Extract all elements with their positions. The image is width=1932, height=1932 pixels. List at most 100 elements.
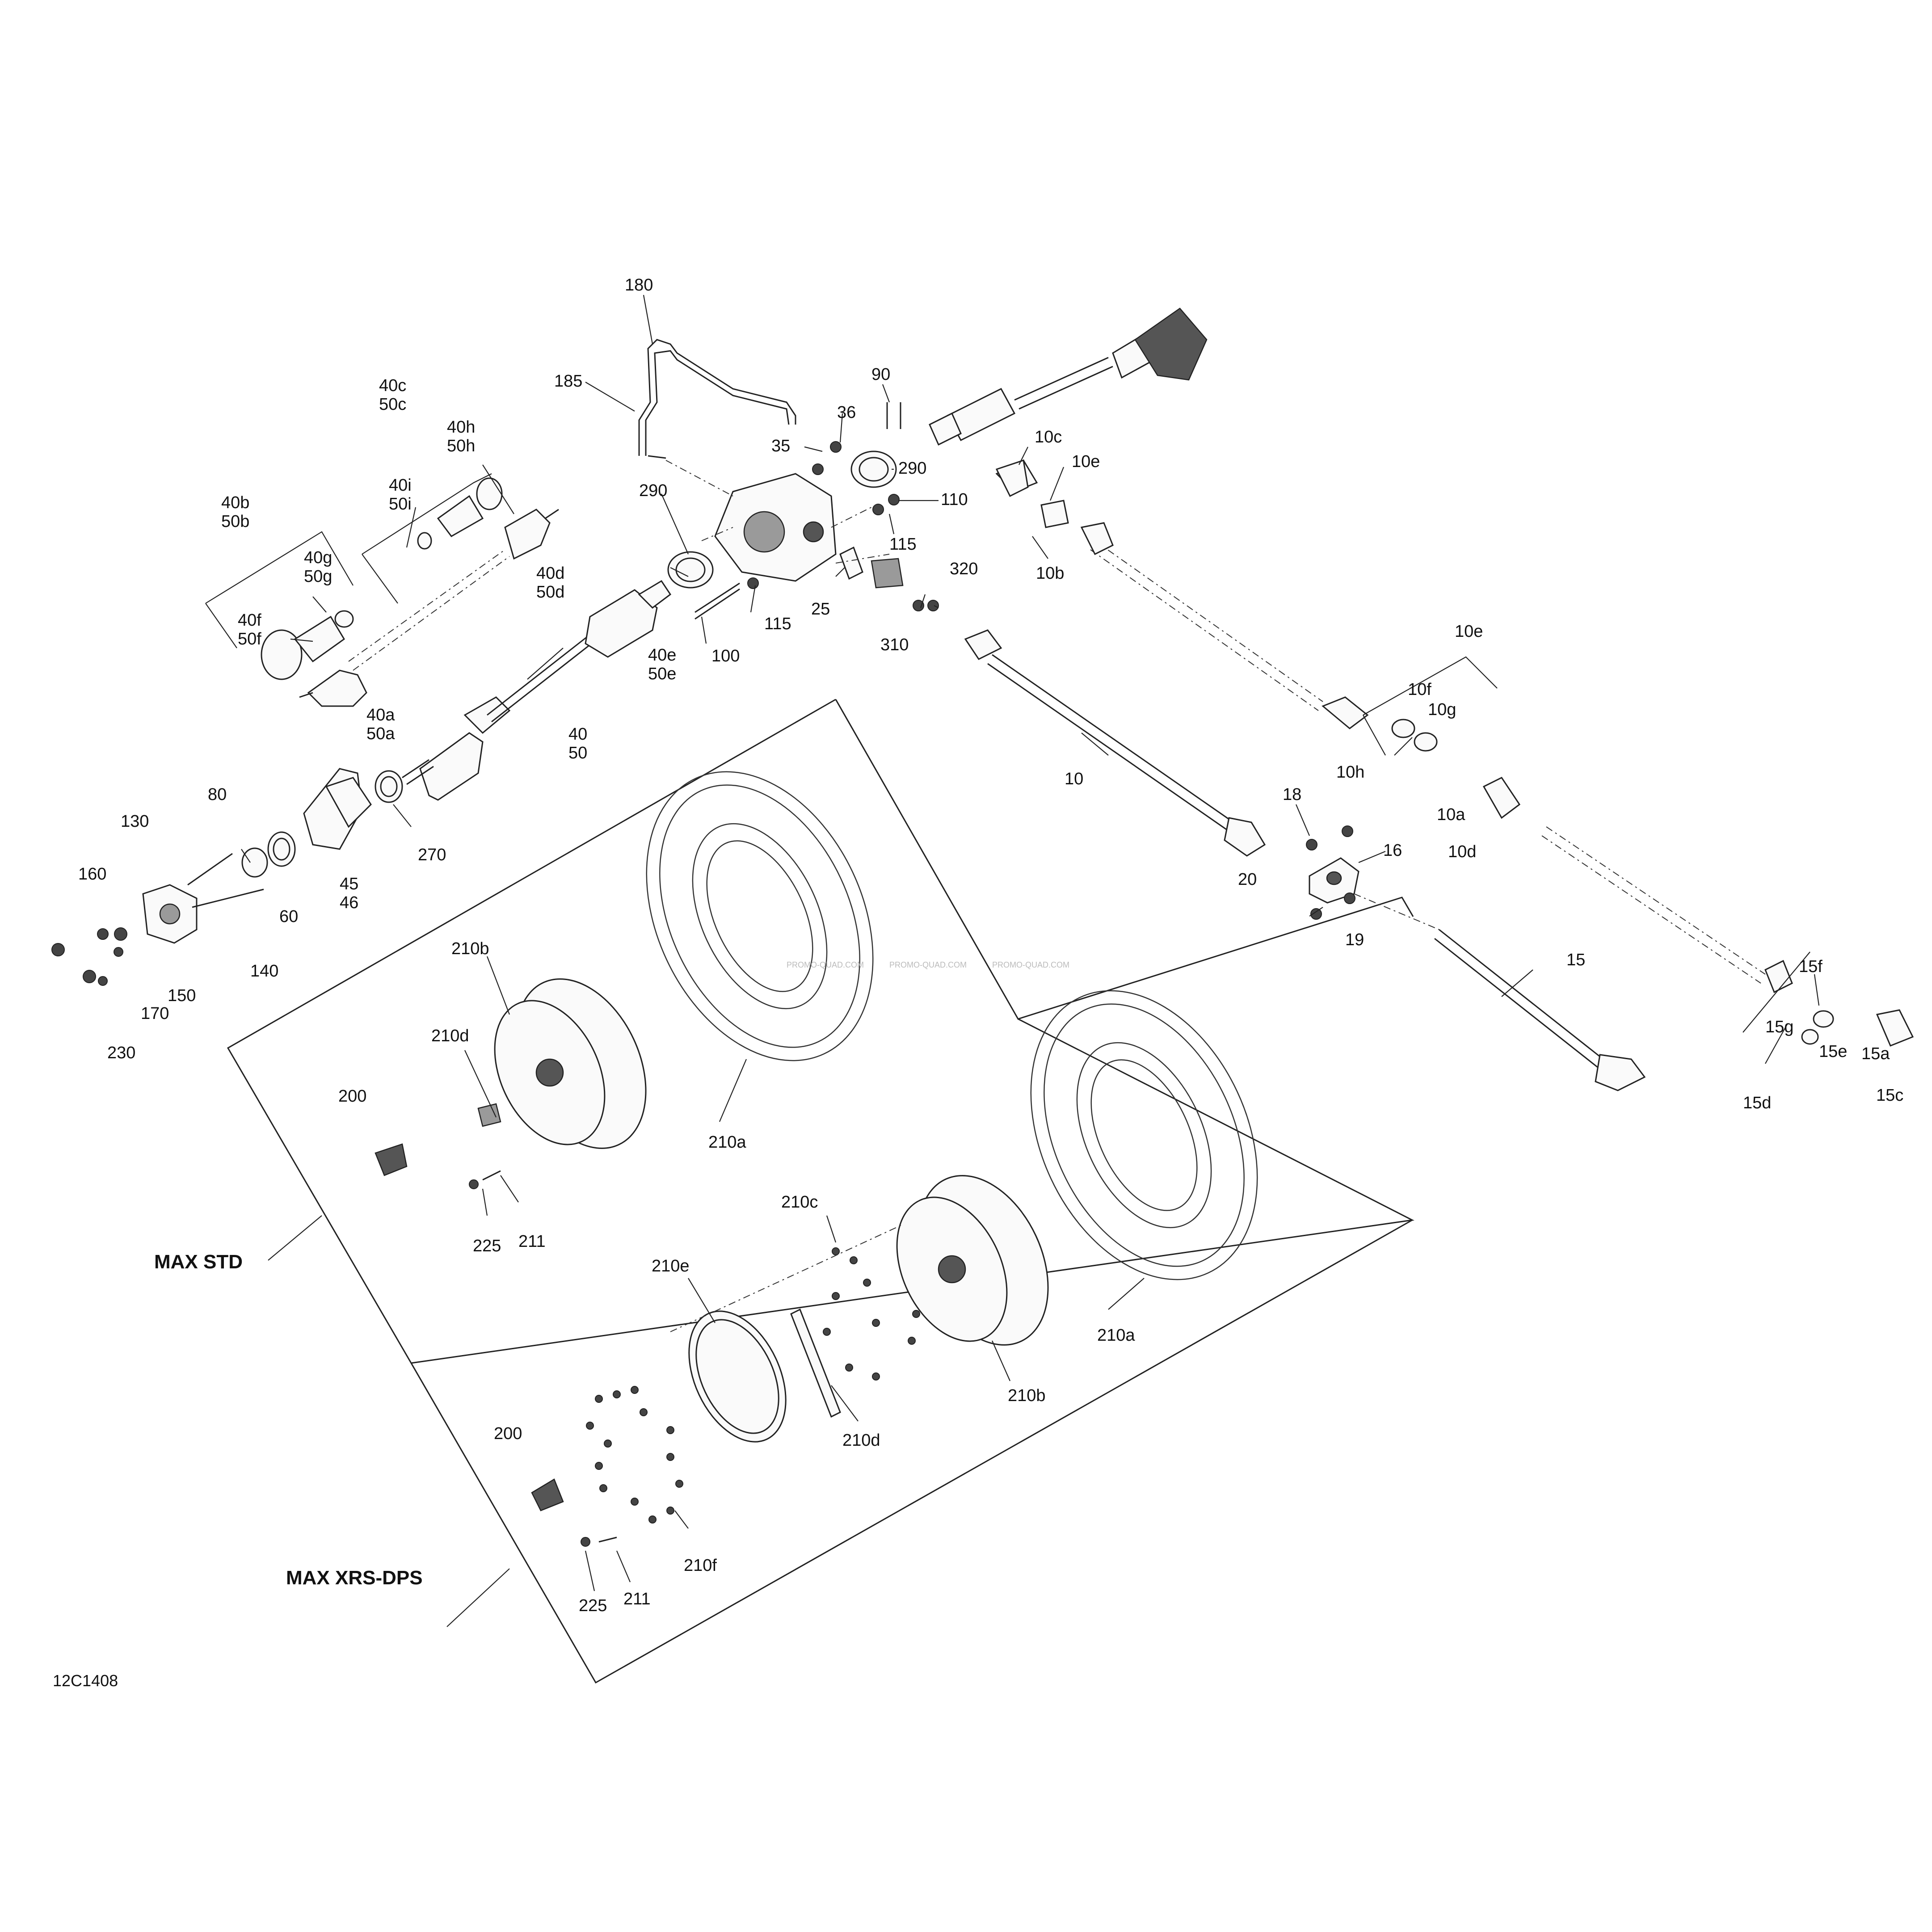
knuckle-45-46 [303,768,403,850]
label-115a: 115 [889,535,917,554]
label-290a: 290 [639,481,667,500]
label-40c: 40c [379,376,406,395]
tire-210a-lower [1030,990,1258,1280]
label-90: 90 [871,365,890,384]
label-210b: 210b [451,939,489,958]
watermark: PROMO-QUAD.COM [992,960,1069,969]
label-10g: 10g [1428,700,1456,719]
label-210d-2: 210d [842,1431,880,1450]
group-brackets [205,464,1810,1064]
label-185: 185 [554,372,582,391]
seal-rings-diff [667,441,939,620]
label-25: 25 [811,600,830,619]
label-210d: 210d [431,1027,469,1045]
label-270: 270 [418,846,446,864]
label-50: 50 [568,744,587,762]
label-50i: 50i [389,495,412,514]
driveshaft-10 [964,629,1266,857]
label-46: 46 [340,893,358,912]
boot-40h [417,477,503,550]
label-15e: 15e [1819,1042,1847,1061]
label-10e-2: 10e [1455,622,1483,641]
valve-211-upper [375,1103,501,1189]
carrier-bearing-16 [1306,825,1360,920]
label-10b: 10b [1036,564,1064,583]
label-20: 20 [1238,870,1257,889]
label-40b: 40b [221,493,249,512]
label-225-2: 225 [579,1596,607,1615]
label-210e: 210e [652,1257,690,1275]
label-40e: 40e [648,646,676,665]
label-50h: 50h [447,437,475,455]
label-200-2: 200 [494,1424,522,1443]
label-210c: 210c [781,1193,818,1212]
label-50f: 50f [238,630,261,648]
label-200: 200 [338,1087,366,1106]
rim-guard-210d [790,1308,841,1418]
label-225: 225 [473,1237,501,1255]
label-115b: 115 [764,615,791,633]
section-label-max-xrs-dps: MAX XRS-DPS [286,1567,423,1589]
hub-130 [51,853,264,986]
label-210b-2: 210b [1008,1386,1046,1405]
label-35: 35 [771,437,790,455]
differential-housing [714,473,837,582]
label-15f: 15f [1799,957,1823,976]
label-15a: 15a [1861,1044,1890,1063]
label-10: 10 [1065,770,1083,788]
label-15g: 15g [1765,1018,1793,1036]
label-10a: 10a [1437,805,1465,824]
driveshaft-15 [1354,893,1646,1091]
label-310: 310 [880,636,909,654]
driveshaft-10-upper [995,459,1369,729]
label-150: 150 [168,986,196,1005]
label-50a: 50a [366,724,395,743]
label-45: 45 [340,875,358,893]
label-230: 230 [107,1044,135,1062]
rear-driveshaft-right [946,307,1208,441]
label-60: 60 [279,907,298,926]
label-140: 140 [250,962,278,981]
label-50g: 50g [304,567,332,586]
beadlock-ring-210e [688,1310,787,1443]
label-80: 80 [208,785,227,804]
label-10f: 10f [1408,680,1431,699]
label-15c: 15c [1876,1086,1903,1105]
label-19: 19 [1345,930,1364,949]
section-frame-max-std [227,699,1414,1364]
label-110: 110 [941,490,968,509]
label-10h: 10h [1336,763,1364,782]
label-50b: 50b [221,512,249,531]
label-211: 211 [518,1232,546,1251]
explode-lines-diff [665,460,890,564]
part-labels: 180 185 90 36 35 290 290 110 115 320 25 … [78,276,1903,1615]
label-40h: 40h [447,418,475,437]
label-170: 170 [141,1004,169,1023]
label-50d: 50d [536,583,564,602]
label-130: 130 [121,812,149,831]
label-210f: 210f [684,1556,717,1575]
label-320: 320 [950,560,978,578]
label-40: 40 [568,725,587,744]
watermark: PROMO-QUAD.COM [787,960,864,969]
label-211-2: 211 [623,1590,651,1608]
ujoint-15d [1801,1010,1834,1045]
label-10d: 10d [1448,842,1476,861]
breather-hose [638,339,796,459]
label-40i: 40i [389,476,412,495]
ujoint-10e [1391,719,1521,819]
tire-210a-upper [646,771,874,1061]
label-160: 160 [78,865,106,884]
label-18: 18 [1283,785,1301,804]
wheel-210b-upper [494,978,647,1149]
axle-40a-50a [299,509,559,707]
label-15: 15 [1566,951,1585,969]
bolts-210c [823,1247,920,1381]
bolts-210f [586,1386,683,1524]
label-15d: 15d [1743,1094,1771,1112]
leader-lines [241,295,1820,1627]
label-10e: 10e [1072,452,1100,471]
driveshaft-15-upper [1541,826,1914,1047]
diagram-code: 12C1408 [53,1671,118,1690]
